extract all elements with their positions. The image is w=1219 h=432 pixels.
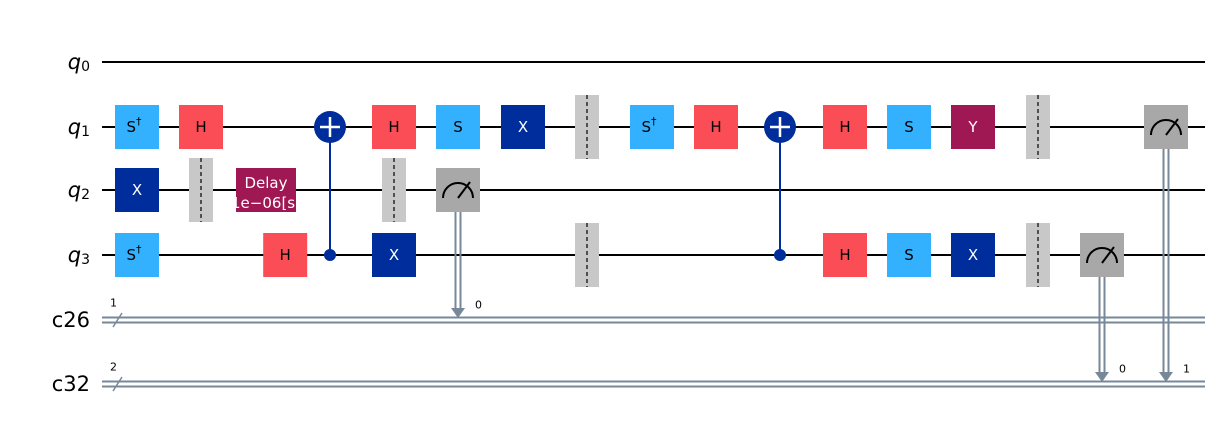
classical-size-1: 2 xyxy=(110,361,117,374)
gate-label-sup-0: † xyxy=(136,115,142,128)
gate-label-11: H xyxy=(839,118,850,136)
gate-label-sup-9: † xyxy=(651,115,657,128)
classical-size-slash-0 xyxy=(112,312,123,328)
gate-label-1: X xyxy=(132,181,142,199)
gate-s-0 xyxy=(115,105,159,149)
gate-label-14: S xyxy=(904,246,914,264)
measure-arrow-1 xyxy=(1095,372,1109,382)
gate-label-sup-2: † xyxy=(136,243,142,256)
gate-s-2 xyxy=(115,233,159,277)
gate-h-11 xyxy=(823,105,867,149)
delay-param: 1e−06[s] xyxy=(231,194,301,212)
gate-label-13: S xyxy=(904,118,914,136)
gate-s-14 xyxy=(887,233,931,277)
labels-layer: q0 q1 q2 q3 1 c26 2 c32 0 0 1 xyxy=(52,50,1190,396)
measure-needle-2 xyxy=(1165,118,1179,136)
gate-x-8 xyxy=(501,105,545,149)
gate-label-15: Y xyxy=(967,118,978,136)
gate-s-7 xyxy=(436,105,480,149)
classical-size-0: 1 xyxy=(110,297,117,310)
gate-x-1 xyxy=(115,168,159,212)
measure-gate-2 xyxy=(1144,105,1188,149)
gate-h-3 xyxy=(179,105,223,149)
delay-gate xyxy=(236,168,296,212)
measure-arrow-0 xyxy=(451,308,465,318)
qubit-label-index-3: 3 xyxy=(81,252,90,268)
qubit-label-0: q0 xyxy=(68,50,90,75)
classical-size-slash-1 xyxy=(112,376,123,392)
qubit-label-3: q3 xyxy=(68,243,90,268)
measure-dial-1 xyxy=(1086,247,1118,264)
measure-bit-2: 1 xyxy=(1183,363,1190,376)
measure-gate-0 xyxy=(436,168,480,212)
gate-label-10: H xyxy=(710,118,721,136)
measure-bit-0: 0 xyxy=(475,299,482,312)
gate-h-5 xyxy=(372,105,416,149)
classical-label-1: c32 xyxy=(52,372,90,396)
gate-h-4 xyxy=(263,233,308,277)
measure-arrow-2 xyxy=(1159,372,1173,382)
gate-label-5: H xyxy=(388,118,399,136)
gate-s-13 xyxy=(887,105,931,149)
qubit-label-1: q1 xyxy=(68,115,90,140)
gate-s-9 xyxy=(630,105,674,149)
qubit-label-2: q2 xyxy=(68,178,90,203)
cnot-control-dot-0 xyxy=(324,249,336,261)
gate-label-16: X xyxy=(968,246,978,264)
measure-bit-1: 0 xyxy=(1119,363,1126,376)
measure-needle-1 xyxy=(1101,246,1115,264)
connectors-layer xyxy=(329,127,1173,382)
measure-dial-2 xyxy=(1150,119,1182,136)
measure-needle-0 xyxy=(457,181,471,199)
gate-x-16 xyxy=(951,233,995,277)
measure-dial-0 xyxy=(442,182,474,199)
delay-label: Delay xyxy=(244,174,287,192)
cnot-control-dot-1 xyxy=(774,249,786,261)
classical-label-0: c26 xyxy=(52,308,90,332)
qubit-label-index-2: 2 xyxy=(81,187,90,203)
gate-y-15 xyxy=(951,105,995,149)
qubit-label-index-1: 1 xyxy=(81,124,90,140)
gate-h-12 xyxy=(823,233,867,277)
qubit-label-index-0: 0 xyxy=(81,59,90,75)
gate-label-6: X xyxy=(389,246,399,264)
measure-gate-1 xyxy=(1080,233,1124,277)
gate-label-3: H xyxy=(195,118,206,136)
gate-label-7: S xyxy=(453,118,463,136)
gate-h-10 xyxy=(694,105,738,149)
gate-x-6 xyxy=(372,233,416,277)
gate-label-12: H xyxy=(839,246,850,264)
gate-label-4: H xyxy=(280,246,291,264)
gate-label-8: X xyxy=(518,118,528,136)
